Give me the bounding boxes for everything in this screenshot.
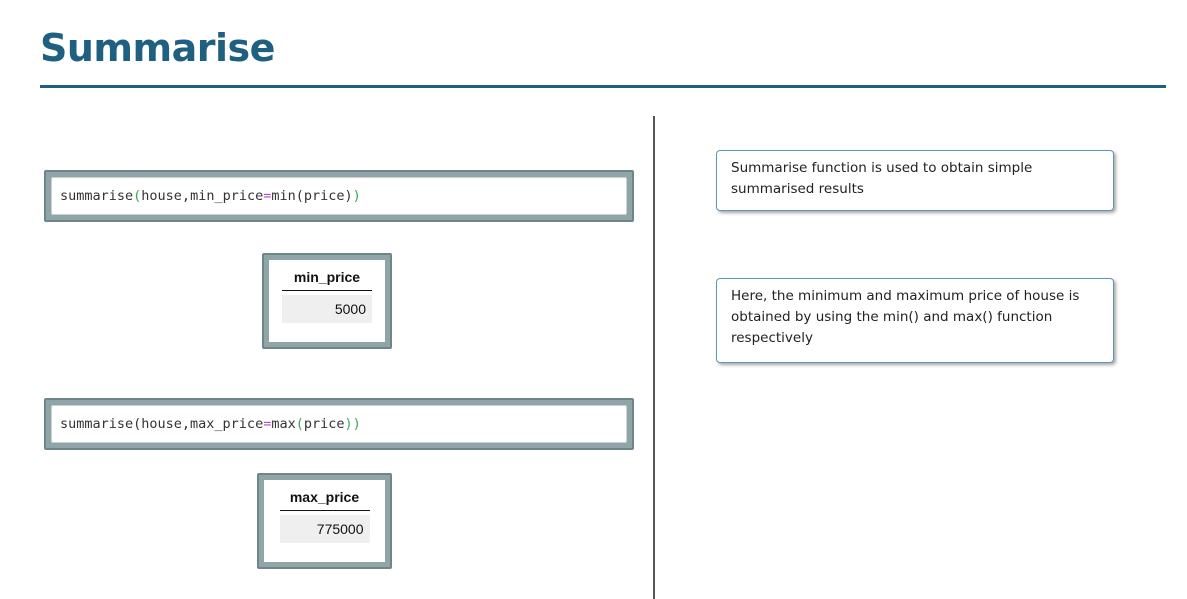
code-cell-max: summarise(house,max_price=max(price))	[44, 398, 634, 450]
code-input-min[interactable]: summarise(house,min_price=min(price))	[51, 177, 627, 215]
code-input-max[interactable]: summarise(house,max_price=max(price))	[51, 405, 627, 443]
output-header: max_price	[279, 489, 370, 511]
code-function: summarise	[60, 188, 134, 204]
title-underline	[40, 85, 1166, 88]
output-header: min_price	[282, 269, 372, 291]
output-value: 5000	[282, 295, 372, 323]
code-paren-open: (	[133, 188, 142, 204]
callout-min-max-explanation: Here, the minimum and maximum price of h…	[716, 278, 1114, 363]
code-operator: =	[263, 188, 272, 204]
code-args: min(price)	[271, 188, 353, 204]
slide-title: Summarise	[40, 26, 275, 70]
output-value: 775000	[279, 515, 370, 543]
code-args: price	[303, 416, 345, 432]
code-operator: =	[263, 416, 272, 432]
code-paren-open: (	[295, 416, 304, 432]
code-cell-min: summarise(house,min_price=min(price))	[44, 170, 634, 222]
code-function: max	[271, 416, 296, 432]
output-table-max: max_price 775000	[257, 473, 392, 569]
code-text: summarise(house,max_price	[60, 416, 264, 432]
code-paren-close: )	[352, 188, 361, 204]
code-paren-close: ))	[344, 416, 361, 432]
code-args: house,min_price	[141, 188, 264, 204]
vertical-divider	[653, 116, 655, 599]
callout-summarise-description: Summarise function is used to obtain sim…	[716, 150, 1114, 211]
output-table-min: min_price 5000	[262, 253, 392, 349]
